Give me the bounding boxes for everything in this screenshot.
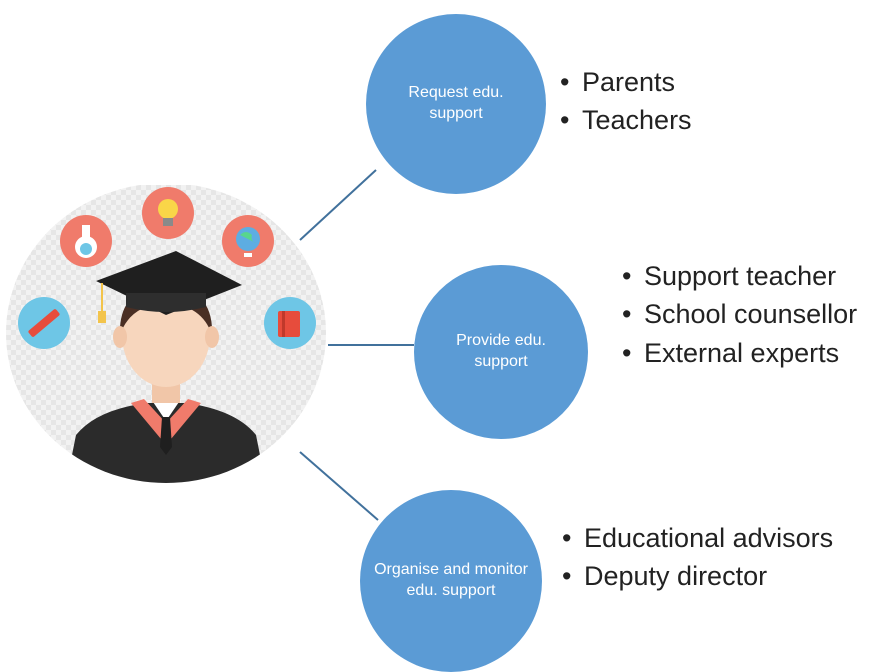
- provide-bullet-list: Support teacher School counsellor Extern…: [622, 258, 892, 373]
- bullet-item: Parents: [560, 64, 860, 101]
- node-label: Request edu. support: [408, 84, 504, 122]
- node-request-support: Request edu. support: [366, 14, 546, 194]
- book-icon: [264, 297, 316, 349]
- connector-organise: [299, 451, 379, 521]
- request-bullet-list: Parents Teachers: [560, 64, 860, 141]
- node-label: Organise and monitor edu. support: [374, 561, 528, 599]
- lightbulb-icon: [142, 187, 194, 239]
- node-organise-support: Organise and monitor edu. support: [360, 490, 542, 672]
- bullet-item: Educational advisors: [562, 520, 862, 557]
- graduate-figure: [66, 251, 266, 483]
- connector-request: [299, 169, 377, 241]
- bullet-item: Teachers: [560, 102, 860, 139]
- bullet-item: School counsellor: [622, 296, 892, 333]
- graduate-avatar: [6, 183, 326, 485]
- pencil-icon: [18, 297, 70, 349]
- bullet-item: External experts: [622, 335, 892, 372]
- globe-icon: [222, 215, 274, 267]
- node-label: Provide edu. support: [456, 332, 546, 370]
- flask-icon: [60, 215, 112, 267]
- bullet-item: Deputy director: [562, 558, 862, 595]
- node-provide-support: Provide edu. support: [414, 265, 588, 439]
- organise-bullet-list: Educational advisors Deputy director: [562, 520, 862, 597]
- bullet-item: Support teacher: [622, 258, 892, 295]
